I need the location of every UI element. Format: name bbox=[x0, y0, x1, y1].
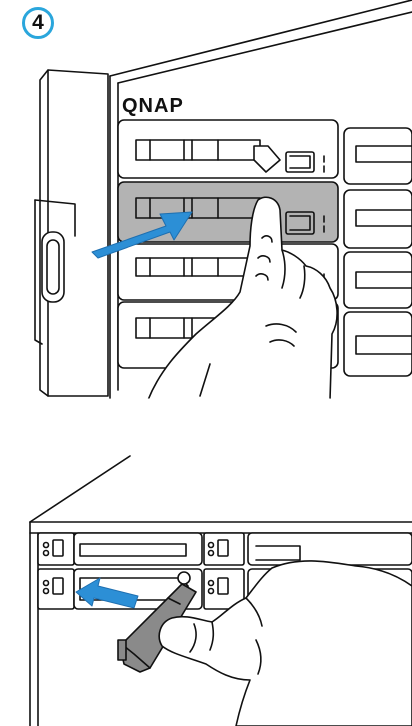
nas-chassis-top bbox=[34, 0, 412, 399]
ear-handle-inner bbox=[46, 239, 60, 295]
step-number: 4 bbox=[32, 11, 44, 34]
insert-arrow-icon bbox=[75, 577, 139, 609]
hand-push-icon bbox=[146, 196, 338, 402]
tray-handle bbox=[117, 583, 197, 673]
drive-bays-right-column bbox=[343, 127, 412, 377]
push-arrow-icon bbox=[91, 211, 193, 259]
brand-logo: QNAP bbox=[122, 95, 184, 117]
ear-handle-outer bbox=[41, 231, 65, 303]
step-number-badge: 4 bbox=[22, 7, 54, 39]
hand-lock-icon bbox=[158, 560, 412, 726]
